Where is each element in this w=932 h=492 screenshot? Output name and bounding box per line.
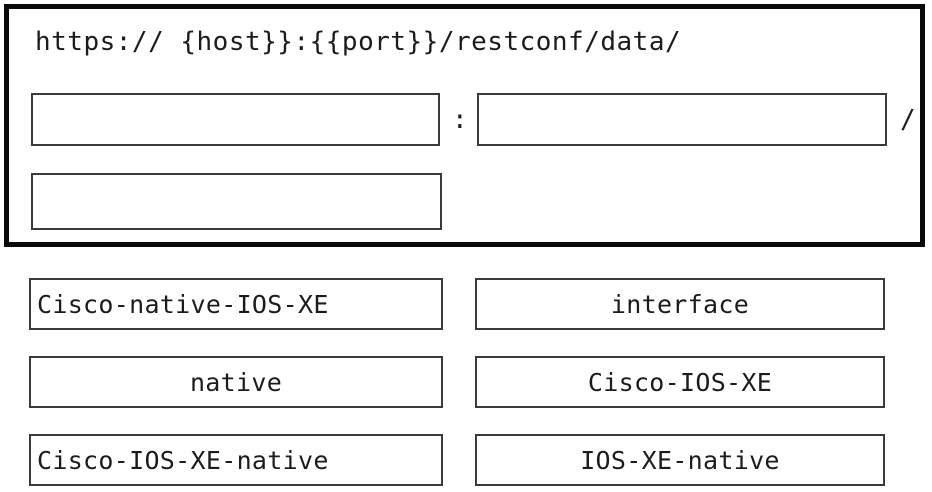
option-token-ios-xe-native[interactable]: IOS-XE-native [475,434,885,486]
drop-slot-model[interactable] [31,173,442,230]
colon-separator: : [452,105,468,135]
option-token-native[interactable]: native [29,356,443,408]
url-template-text: https:// {host}}:{{port}}/restconf/data/ [35,27,682,57]
slash-separator: / [900,105,916,135]
drop-slot-host[interactable] [31,93,440,146]
option-token-cisco-ios-xe[interactable]: Cisco-IOS-XE [475,356,885,408]
option-token-interface[interactable]: interface [475,278,885,330]
option-bank: Cisco-native-IOS-XE interface native Cis… [0,272,932,492]
drop-slot-port[interactable] [477,93,887,146]
option-token-cisco-native-ios-xe[interactable]: Cisco-native-IOS-XE [29,278,443,330]
url-builder-panel: https:// {host}}:{{port}}/restconf/data/… [4,4,925,247]
option-token-cisco-ios-xe-native[interactable]: Cisco-IOS-XE-native [29,434,443,486]
